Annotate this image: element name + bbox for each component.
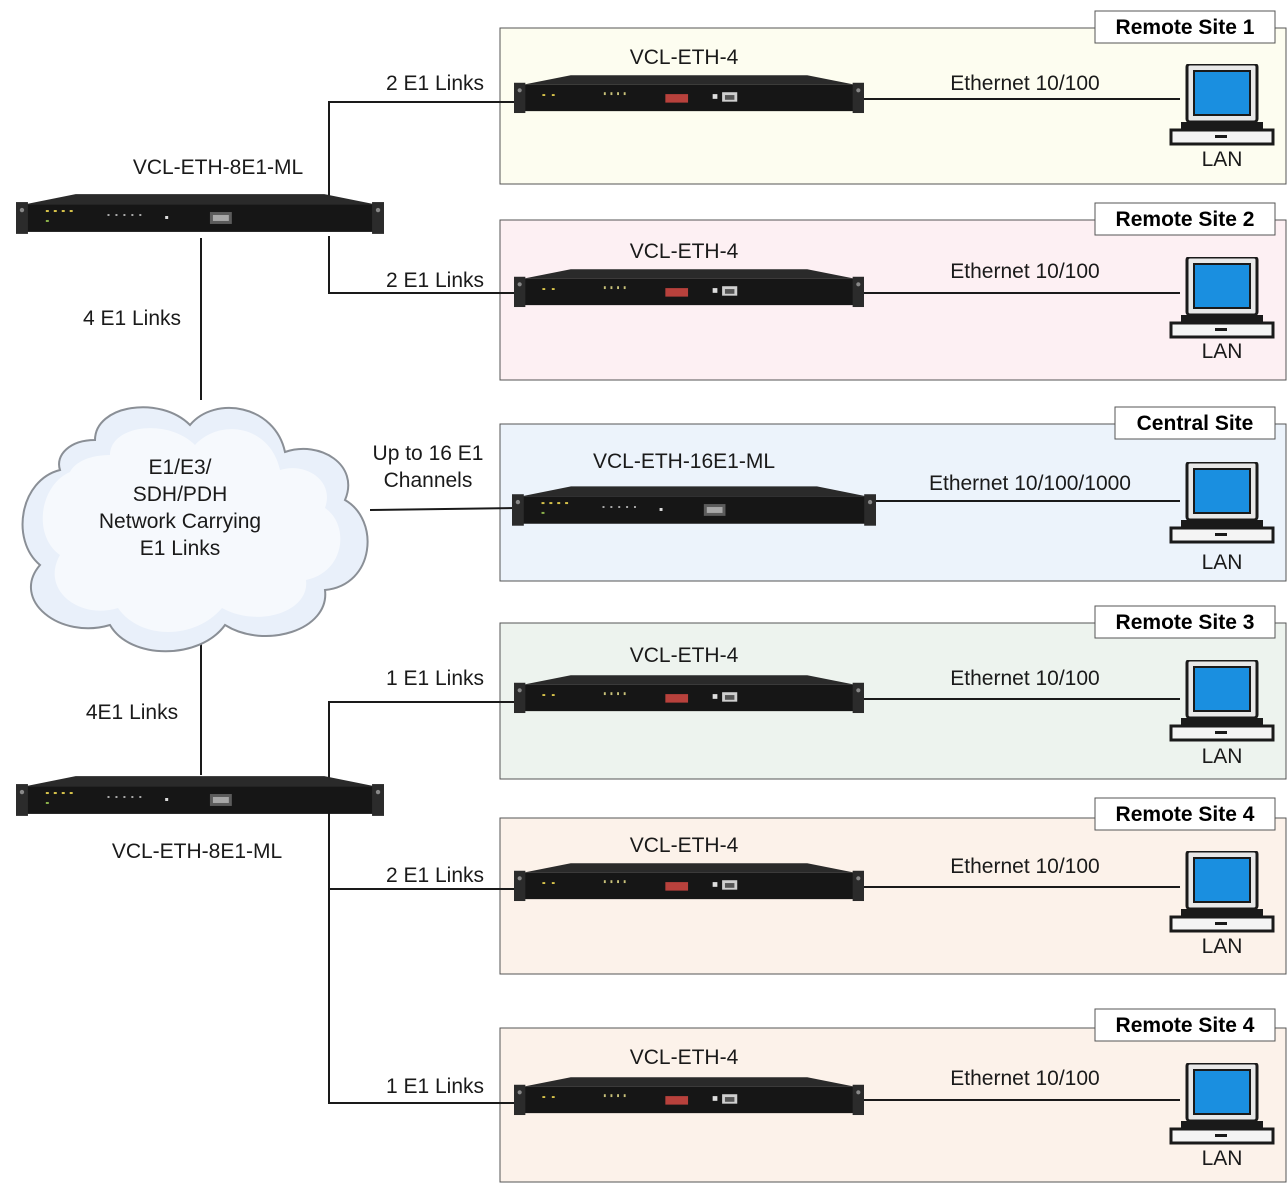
device-label-remote-4a: VCL-ETH-4	[630, 834, 739, 857]
site-device-remote-1-icon	[514, 75, 864, 114]
site-device-remote-3-icon	[514, 675, 864, 714]
link-label-remote-1: 2 E1 Links	[386, 72, 484, 95]
uplink-label-1: 4 E1 Links	[83, 307, 181, 330]
site-device-central-icon	[512, 486, 876, 526]
aggregator-label-1: VCL-ETH-8E1-ML	[133, 156, 303, 179]
device-label-remote-1: VCL-ETH-4	[630, 46, 739, 69]
ethernet-label-remote-3: Ethernet 10/100	[950, 667, 1099, 690]
svg-text:Remote Site 3: Remote Site 3	[1116, 611, 1255, 634]
device-label-remote-3: VCL-ETH-4	[630, 644, 739, 667]
svg-text:Remote Site 4: Remote Site 4	[1116, 803, 1255, 826]
site-tag-remote-4b: Remote Site 4	[1094, 1008, 1276, 1042]
link-label-central-line1: Up to 16 E1	[373, 442, 484, 465]
connection-lines	[200, 98, 1180, 1104]
site-device-remote-2-icon	[514, 269, 864, 308]
network-cloud-icon	[21, 406, 369, 653]
svg-text:Remote Site 1: Remote Site 1	[1116, 16, 1255, 39]
link-label-remote-4a: 2 E1 Links	[386, 864, 484, 887]
aggregator-device-1-icon	[16, 194, 384, 234]
cloud-text-line-4: E1 Links	[140, 537, 221, 560]
site-tag-remote-2: Remote Site 2	[1094, 202, 1276, 236]
computer-icon	[1169, 1063, 1275, 1145]
computer-icon	[1169, 462, 1275, 544]
cloud-text-line-3: Network Carrying	[99, 510, 261, 533]
aggregator-label-2: VCL-ETH-8E1-ML	[112, 840, 282, 863]
computer-icon	[1169, 64, 1275, 146]
computer-icon	[1169, 257, 1275, 339]
svg-text:Remote Site 2: Remote Site 2	[1116, 208, 1255, 231]
device-label-central: VCL-ETH-16E1-ML	[593, 450, 775, 473]
device-label-remote-2: VCL-ETH-4	[630, 240, 739, 263]
svg-text:Central Site: Central Site	[1137, 412, 1254, 435]
lan-label: LAN	[1202, 935, 1243, 958]
site-device-remote-4b-icon	[514, 1077, 864, 1116]
ethernet-label-central: Ethernet 10/100/1000	[929, 472, 1131, 495]
device-label-remote-4b: VCL-ETH-4	[630, 1046, 739, 1069]
computer-icon	[1169, 851, 1275, 933]
link-label-remote-4b: 1 E1 Links	[386, 1075, 484, 1098]
link-label-central-line2: Channels	[384, 469, 473, 492]
site-tag-remote-1: Remote Site 1	[1094, 10, 1276, 44]
lan-label: LAN	[1202, 551, 1243, 574]
ethernet-label-remote-4b: Ethernet 10/100	[950, 1067, 1099, 1090]
lan-label: LAN	[1202, 148, 1243, 171]
site-device-remote-4a-icon	[514, 863, 864, 902]
lan-label: LAN	[1202, 1147, 1243, 1170]
ethernet-label-remote-2: Ethernet 10/100	[950, 260, 1099, 283]
svg-text:Remote Site 4: Remote Site 4	[1116, 1014, 1255, 1037]
computer-icon	[1169, 660, 1275, 742]
site-tag-central: Central Site	[1114, 406, 1276, 440]
link-label-remote-2: 2 E1 Links	[386, 269, 484, 292]
cloud-text-line-2: SDH/PDH	[133, 483, 228, 506]
ethernet-label-remote-4a: Ethernet 10/100	[950, 855, 1099, 878]
aggregator-device-2-icon	[16, 776, 384, 816]
site-tag-remote-3: Remote Site 3	[1094, 605, 1276, 639]
uplink-label-2: 4E1 Links	[86, 701, 178, 724]
site-tag-remote-4a: Remote Site 4	[1094, 797, 1276, 831]
lan-label: LAN	[1202, 340, 1243, 363]
lan-label: LAN	[1202, 745, 1243, 768]
link-label-remote-3: 1 E1 Links	[386, 667, 484, 690]
cloud-text-line-1: E1/E3/	[148, 456, 211, 479]
ethernet-label-remote-1: Ethernet 10/100	[950, 72, 1099, 95]
